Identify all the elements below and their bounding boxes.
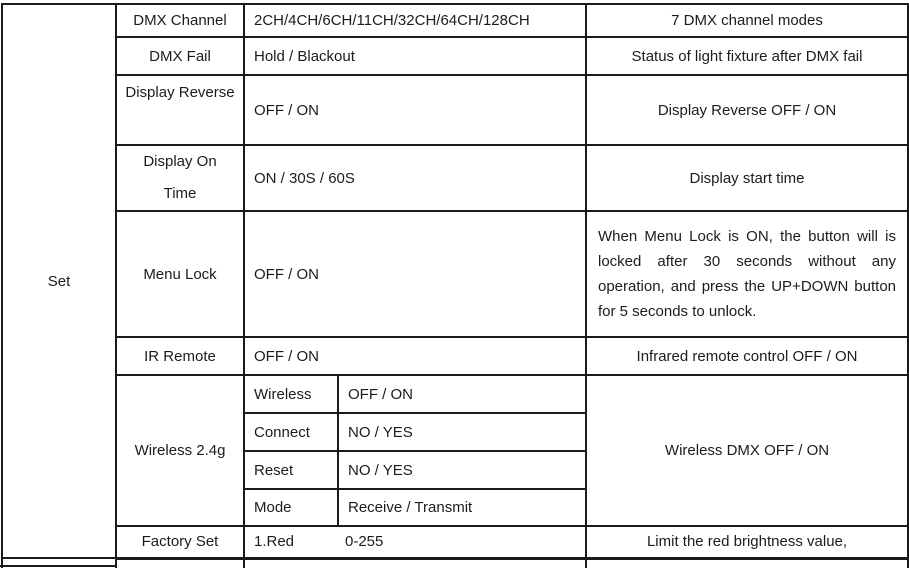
setting-description: Display start time (585, 144, 909, 212)
table-row-mode: Mode Receive / Transmit (2, 488, 908, 527)
setting-description: Display Reverse OFF / ON (585, 74, 909, 146)
setting-name: Menu Lock (115, 210, 245, 338)
setting-description: Status of light fixture after DMX fail (585, 36, 909, 76)
table-row-dmx-fail: DMX Fail Hold / Blackout Status of light… (2, 36, 909, 76)
table-row-wireless: Wireless 2.4g Wireless OFF / ON Wireless… (2, 374, 909, 527)
table-row-menu-lock: Menu Lock OFF / ON When Menu Lock is ON,… (2, 210, 909, 338)
table-row-ir-remote: IR Remote OFF / ON Infrared remote contr… (2, 336, 909, 376)
setting-value: ON / 30S / 60S (243, 144, 587, 212)
subsetting-value: OFF / ON (337, 374, 587, 414)
table-row-connect: Connect NO / YES (2, 412, 908, 452)
group-label: Set (47, 272, 71, 290)
table-row-next-cutoff (1, 557, 909, 568)
subsetting-name: Wireless (243, 374, 339, 414)
factory-channel-label: 1.Red (254, 533, 295, 551)
next-row-divider (0, 565, 117, 567)
setting-name: Display Reverse (115, 74, 245, 146)
setting-description: 7 DMX channel modes (585, 3, 909, 38)
setting-value: Hold / Blackout (243, 36, 587, 76)
setting-name-line-1: Display On (143, 153, 217, 170)
setting-description: When Menu Lock is ON, the button will is… (585, 210, 909, 338)
setting-value: 1.Red 0-255 (243, 525, 587, 560)
subsetting-value: Receive / Transmit (337, 488, 587, 527)
table-row-factory-set: Factory Set 1.Red 0-255 Limit the red bri… (2, 525, 909, 560)
setting-value: 2CH/4CH/6CH/11CH/32CH/64CH/128CH (243, 3, 587, 38)
setting-name: Wireless 2.4g (115, 374, 245, 527)
subsetting-name: Reset (243, 450, 339, 490)
table-row-reset: Reset NO / YES (2, 450, 908, 490)
empty-cell (585, 557, 909, 568)
setting-name: DMX Fail (115, 36, 245, 76)
settings-table: Set DMX Channel 2CH/4CH/6CH/11CH/32CH/64… (1, 3, 909, 568)
setting-value: OFF / ON (243, 336, 587, 376)
subsetting-value: NO / YES (337, 450, 587, 490)
setting-name: Factory Set (115, 525, 245, 560)
setting-name: IR Remote (115, 336, 245, 376)
table-row-dmx-channel: Set DMX Channel 2CH/4CH/6CH/11CH/32CH/64… (1, 3, 909, 559)
setting-value: OFF / ON (243, 210, 587, 338)
factory-channel-range: 0-255 (345, 533, 384, 551)
subsetting-value: NO / YES (337, 412, 587, 452)
setting-name-line-2: Time (163, 185, 197, 202)
setting-value: OFF / ON (243, 74, 587, 146)
setting-name: Display On Time (115, 144, 245, 212)
table-row-display-reverse: Display Reverse OFF / ON Display Reverse… (2, 74, 909, 146)
subsetting-name: Mode (243, 488, 339, 527)
setting-name: DMX Channel (115, 3, 245, 38)
table-row-display-on-time: Display On Time ON / 30S / 60S Display s… (2, 144, 909, 212)
setting-description: Wireless DMX OFF / ON (585, 374, 909, 527)
setting-description: Limit the red brightness value, (585, 525, 909, 560)
empty-cell (1, 557, 117, 568)
empty-cell (115, 557, 245, 568)
empty-cell (243, 557, 587, 568)
subsetting-name: Connect (243, 412, 339, 452)
group-label-cell: Set (1, 3, 117, 559)
setting-description: Infrared remote control OFF / ON (585, 336, 909, 376)
